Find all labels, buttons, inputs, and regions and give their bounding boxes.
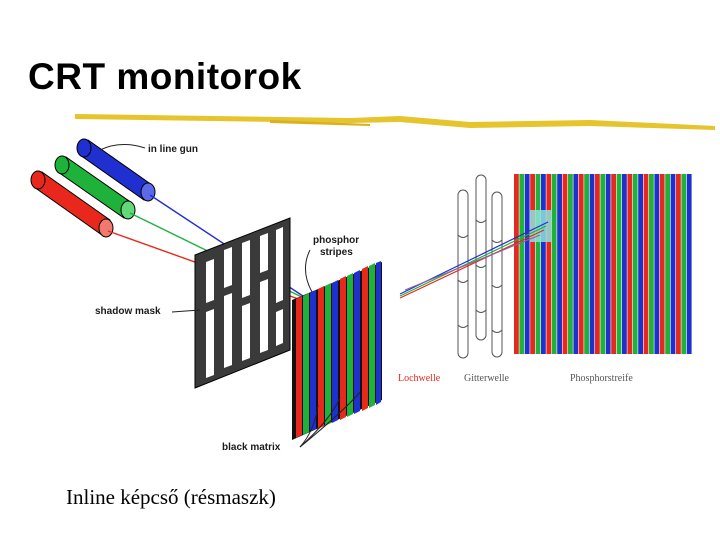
phosphor-stripe [616, 174, 622, 354]
phosphor-stripe [519, 174, 525, 354]
phosphor-stripe [573, 174, 579, 354]
phosphor-stripe [605, 174, 611, 354]
phosphor-stripe [551, 174, 557, 354]
right-beams [399, 221, 549, 299]
phosphor-stripe [524, 174, 530, 354]
label-grille: Gitterwelle [464, 373, 510, 384]
label-shadow-mask: shadow mask [95, 306, 161, 317]
slide-title: CRT monitorok [28, 56, 302, 97]
slot-mask-columns [457, 174, 503, 359]
shadow-mask [194, 217, 291, 389]
phosphor-stripe [530, 174, 535, 354]
phosphor-stripe [535, 174, 541, 354]
slide-caption: Inline képcső (résmaszk) [66, 485, 276, 509]
phosphor-stripe [638, 174, 643, 354]
phosphor-stripe [622, 174, 627, 354]
phosphor-stripe [600, 174, 606, 354]
phosphor-stripe [686, 174, 692, 354]
phosphor-stripe [627, 174, 633, 354]
phosphor-stripe [632, 174, 638, 354]
phosphor-stripe [611, 174, 616, 354]
right-phosphor-panel [514, 174, 692, 354]
slot-mask-joints [457, 219, 503, 333]
title-underline [75, 114, 715, 130]
electron-guns [30, 138, 156, 238]
phosphor-stripe [670, 174, 676, 354]
label-black-matrix: black matrix [222, 442, 281, 453]
phosphor-stripe [595, 174, 600, 354]
label-pointers [99, 144, 361, 448]
phosphor-stripe [584, 174, 589, 354]
label-stripes: stripes [320, 247, 353, 258]
phosphor-stripe [541, 174, 546, 354]
label-in-line-gun: in line gun [148, 144, 198, 155]
phosphor-stripes [292, 261, 382, 440]
label-phosphor: phosphor [313, 235, 359, 246]
phosphor-stripe [665, 174, 670, 354]
phosphor-stripe [568, 174, 573, 354]
phosphor-stripe [557, 174, 562, 354]
phosphor-stripe [562, 174, 568, 354]
phosphor-stripe [654, 174, 660, 354]
phosphor-stripe [578, 174, 584, 354]
phosphor-stripe [676, 174, 681, 354]
phosphor-stripe [659, 174, 665, 354]
phosphor-stripe [546, 174, 552, 354]
label-phosphor-stripes: Phosphorstreife [570, 373, 633, 384]
phosphor-stripe [589, 174, 595, 354]
label-beam: Lochwelle [398, 373, 441, 384]
phosphor-stripe [514, 174, 519, 354]
red-gun [30, 170, 114, 238]
phosphor-stripe [649, 174, 654, 354]
phosphor-stripe [681, 174, 687, 354]
phosphor-stripe [643, 174, 649, 354]
